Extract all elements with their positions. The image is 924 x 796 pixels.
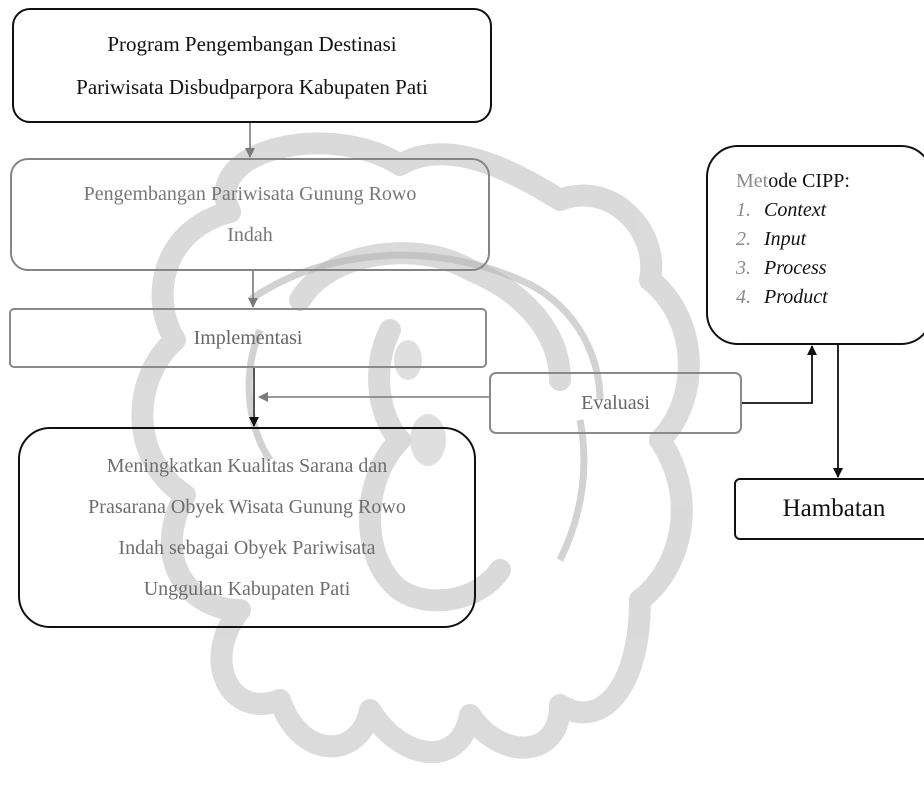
pengembangan-box-line-1: Pengembangan Pariwisata Gunung Rowo (84, 174, 417, 215)
evaluasi-label: Evaluasi (581, 392, 650, 415)
cipp-item-input: 2.Input (736, 225, 828, 254)
cipp-title-prefix: Met (736, 170, 768, 192)
pengembangan-box: Pengembangan Pariwisata Gunung Rowo Inda… (10, 158, 490, 271)
cipp-list: 1.Context 2.Input 3.Process 4.Product (736, 196, 828, 312)
cipp-item-number: 2. (736, 225, 764, 254)
hambatan-box: Hambatan (734, 478, 924, 540)
cipp-item-label: Product (764, 286, 828, 308)
program-box-line-1: Program Pengembangan Destinasi (107, 23, 396, 66)
cipp-item-label: Context (764, 199, 826, 221)
cipp-item-number: 4. (736, 283, 764, 312)
hambatan-label: Hambatan (783, 495, 886, 523)
program-box-line-2: Pariwisata Disbudparpora Kabupaten Pati (76, 66, 428, 109)
cipp-item-number: 3. (736, 254, 764, 283)
cipp-item-label: Input (764, 228, 806, 250)
meningkatkan-box-line-4: Unggulan Kabupaten Pati (144, 569, 351, 610)
meningkatkan-box: Meningkatkan Kualitas Sarana dan Prasara… (18, 427, 476, 628)
meningkatkan-box-line-3: Indah sebagai Obyek Pariwisata (118, 528, 375, 569)
evaluasi-box: Evaluasi (489, 372, 742, 434)
meningkatkan-box-line-2: Prasarana Obyek Wisata Gunung Rowo (88, 487, 406, 528)
cipp-item-product: 4.Product (736, 283, 828, 312)
arrow-evaluasi-to-cipp (742, 346, 812, 403)
cipp-item-context: 1.Context (736, 196, 828, 225)
implementasi-box: Implementasi (9, 308, 487, 368)
program-box: Program Pengembangan Destinasi Pariwisat… (12, 8, 492, 123)
implementasi-label: Implementasi (194, 327, 303, 350)
cipp-item-process: 3.Process (736, 254, 828, 283)
meningkatkan-box-line-1: Meningkatkan Kualitas Sarana dan (107, 446, 387, 487)
cipp-title: Metode CIPP: (736, 167, 850, 196)
cipp-title-rest: ode CIPP: (768, 170, 850, 192)
cipp-item-number: 1. (736, 196, 764, 225)
cipp-method-box: Metode CIPP: 1.Context 2.Input 3.Process… (706, 145, 924, 345)
pengembangan-box-line-2: Indah (227, 215, 273, 256)
cipp-item-label: Process (764, 257, 827, 279)
